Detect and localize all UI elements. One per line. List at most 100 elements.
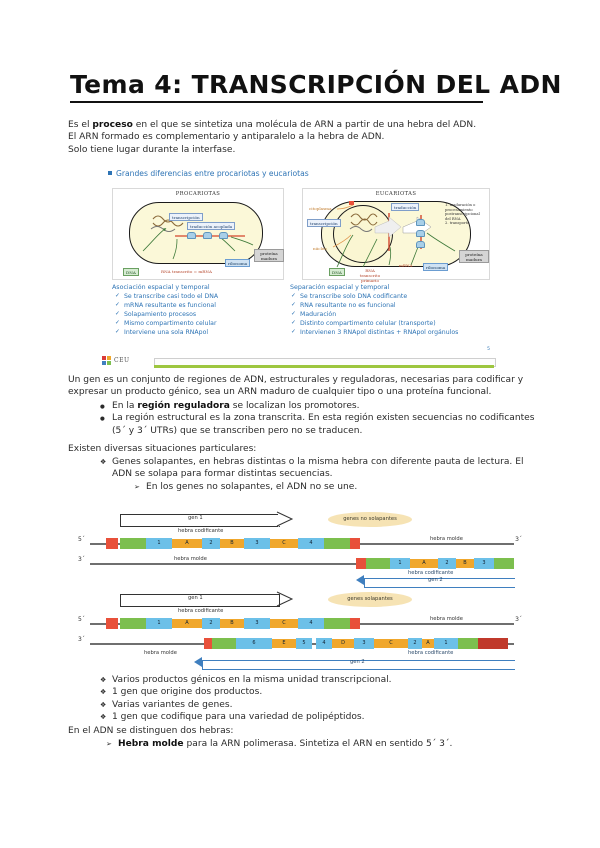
particular-situations-list: Varios productos génicos en la misma uni… (68, 674, 538, 724)
bold-hebra-molde: Hebra molde (118, 739, 184, 749)
exon-number: 3 (255, 540, 259, 546)
gene-definition-paragraph: Un gen es un conjunto de regiones de ADN… (68, 375, 524, 398)
list-item: Hebra molde para la ARN polimerasa. Sint… (102, 738, 538, 751)
gen2-arrow (202, 660, 515, 670)
ribosome-icon (416, 241, 425, 248)
exon-block: 3 (244, 618, 270, 629)
ribosome-icon (416, 230, 425, 237)
list-item: Interviene una sola RNApol (112, 329, 288, 337)
template-strand-top-right-label: hebra molde (430, 536, 463, 542)
intron-block: A (172, 539, 202, 548)
intron-block: E (272, 639, 296, 648)
gen1-arrowhead-outline (276, 511, 294, 527)
comparison-left-heading: Asociación espacial y temporal (112, 284, 210, 291)
ceu-logo-text: CEU (114, 357, 130, 364)
list-item: Intervienen 3 RNApol distintas + RNApol … (290, 329, 490, 337)
gen2-label: gen 2 (428, 577, 443, 583)
utr-block (350, 618, 360, 629)
label-transcripcion: transcripción (307, 219, 341, 227)
list-item: Se transcribe solo DNA codificante (290, 293, 490, 301)
maturation-note: 1. maduración o procesamiento postranscr… (445, 203, 480, 226)
intron-letter: B (463, 560, 467, 566)
nonoverlap-sub-list: En los genes no solapantes, el ADN no se… (130, 481, 538, 494)
intron-block: B (456, 559, 474, 568)
intro-bold: proceso (92, 120, 133, 130)
intron-block: C (270, 539, 298, 548)
exon-block: 3 (474, 558, 494, 569)
intron-block: A (422, 639, 434, 648)
list-item: La región estructural es la zona transcr… (96, 412, 538, 437)
exon-green-block (458, 638, 478, 649)
exon-block: 6 (236, 638, 272, 649)
exon-number: 6 (252, 640, 256, 646)
intron-block: B (220, 539, 244, 548)
prokaryote-panel: PROCARIOTAS transcripción (112, 188, 284, 280)
list-item: En la región reguladora se localizan los… (96, 400, 538, 414)
list-item: mRNA resultante es funcional (112, 302, 288, 310)
coding-strand-top-label: hebra codificante (178, 528, 224, 534)
list-item: Distinto compartimento celular (transpor… (290, 320, 490, 328)
exon-block: 1 (146, 538, 172, 549)
utr-block (204, 638, 212, 649)
template-strand-bottom-label: hebra molde (144, 650, 177, 656)
five-prime-top: 5´ (78, 536, 85, 543)
comparison-right-items: Se transcribe solo DNA codificante RNA r… (290, 293, 490, 337)
list-item: En los genes no solapantes, el ADN no se… (130, 481, 538, 494)
bullet-square-icon (108, 171, 112, 175)
exon-block: 2 (408, 638, 422, 649)
list-item: Solapamiento procesos (112, 311, 288, 319)
ribosome-icon (219, 232, 228, 239)
page-title: Tema 4: TRANSCRIPCIÓN DEL ADN (70, 70, 562, 99)
exon-block: 5 (296, 638, 312, 649)
template-strand-bottom-label: hebra molde (174, 556, 207, 562)
label-rna-transcrito: RNA transcrito = mRNA (161, 269, 212, 274)
label-ribosoma: ribosoma (225, 259, 251, 267)
label-nucleo: núcleo (313, 246, 327, 251)
exon-block: 3 (244, 538, 270, 549)
prokaryote-graphics (142, 215, 254, 260)
slide-heading-text: Grandes diferencias entre procariotas y … (116, 169, 309, 178)
gene-region-list: En la región reguladora se localizan los… (96, 400, 538, 437)
utr-block (106, 618, 118, 629)
intron-block: A (172, 619, 202, 628)
exon-block: 3 (354, 638, 374, 649)
comparison-right-column: Separación espacial y temporal Se transc… (290, 284, 490, 338)
label-traduccion-acoplada: traducción acoplada (187, 222, 236, 230)
strands-list: Hebra molde para la ARN polimerasa. Sint… (102, 738, 538, 751)
gen1-label: gen 1 (188, 595, 203, 601)
list-item: Mismo compartimento celular (112, 320, 288, 328)
exon-block: 2 (202, 538, 220, 549)
label-citoplasma: citoplasma (309, 206, 332, 211)
bold-region-reguladora: región reguladora (137, 401, 230, 411)
label-dna: DNA (329, 268, 345, 276)
gen1-arrowhead-outline (276, 591, 294, 607)
prokaryote-cell-membrane (129, 202, 263, 264)
dna-strand-bottom (90, 563, 514, 565)
intron-letter: C (282, 540, 286, 546)
list-item: Varios productos génicos en la misma uni… (96, 674, 538, 687)
intron-block: D (332, 639, 354, 648)
overlap-genes-block: Genes solapantes, en hebras distintas o … (68, 456, 538, 494)
exon-number: 2 (445, 560, 449, 566)
exon-number: 1 (157, 620, 161, 626)
gen2-arrow (364, 578, 515, 588)
exon-number: 1 (398, 560, 402, 566)
slide-footer: 5 CEU (102, 347, 496, 369)
strands-block: Hebra molde para la ARN polimerasa. Sint… (68, 738, 538, 751)
three-prime-top-right: 3´ (515, 616, 522, 623)
pinwheel-icon (102, 356, 112, 366)
slide-heading: Grandes diferencias entre procariotas y … (108, 169, 309, 178)
exon-number: 1 (157, 540, 161, 546)
ribosome-icon (187, 232, 196, 239)
intron-block: C (374, 639, 408, 648)
gen1-arrow-box (120, 594, 280, 607)
label-mrna: mRNA (399, 263, 413, 268)
three-prime-bottom: 3´ (78, 636, 85, 643)
slide-number: 5 (487, 347, 490, 352)
comparison-right-heading: Separación espacial y temporal (290, 284, 390, 291)
ribosome-icon (203, 232, 212, 239)
exon-green-block (324, 538, 350, 549)
exon-number: 2 (209, 540, 213, 546)
gen2-label: gen 2 (350, 659, 365, 665)
label-proteina-madura: proteína madura (254, 249, 284, 262)
